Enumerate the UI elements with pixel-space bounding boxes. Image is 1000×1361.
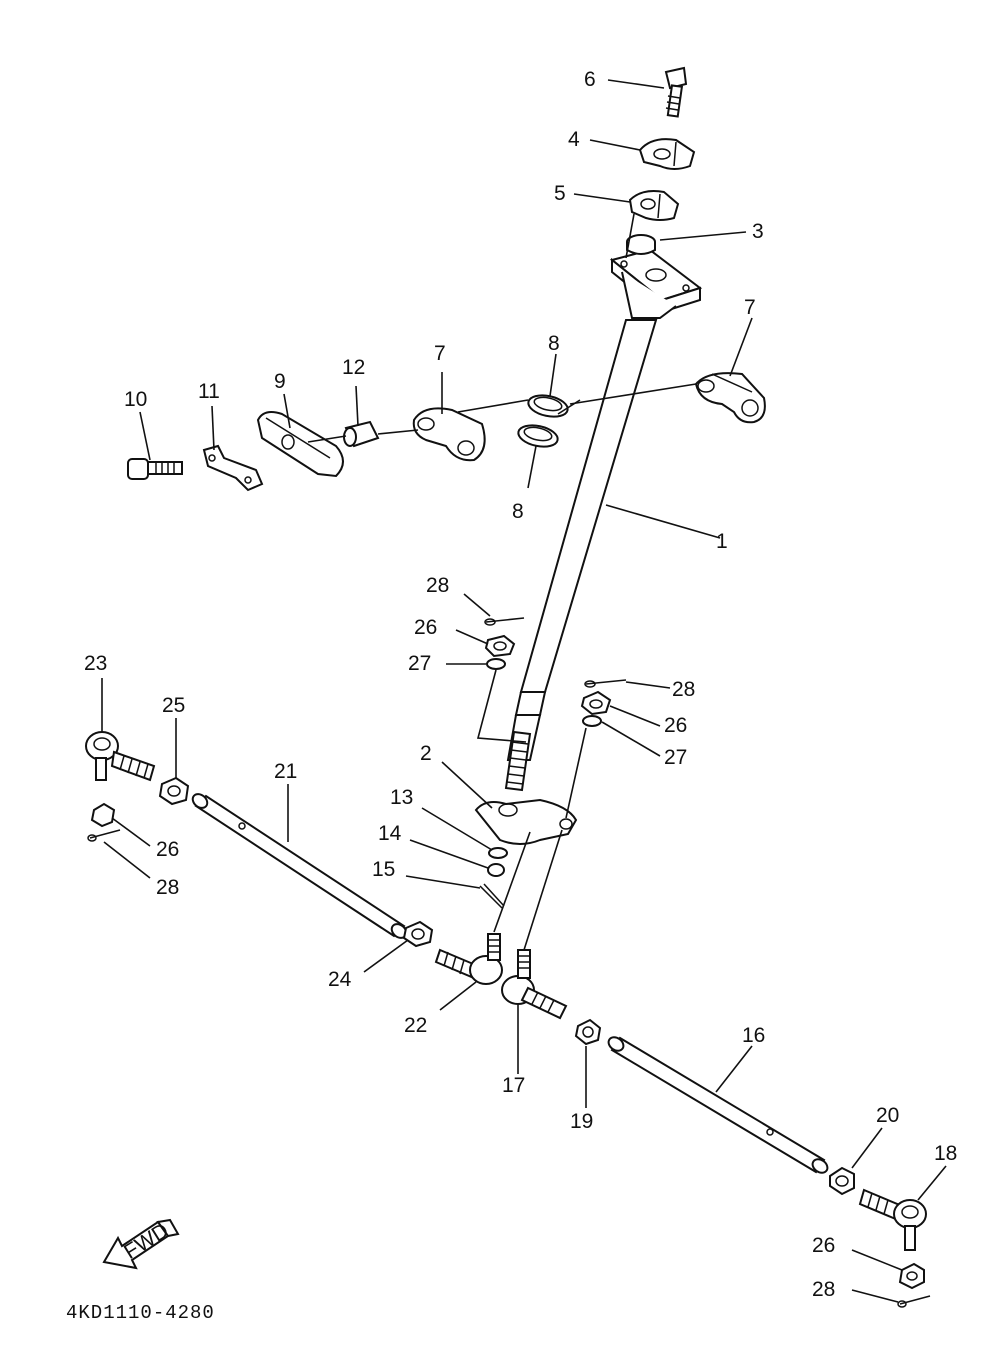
pin-15 — [479, 883, 505, 909]
part-label-14: 14 — [378, 822, 402, 845]
part-label-12: 12 — [342, 356, 365, 379]
part-label-26-upper-right: 26 — [664, 714, 687, 737]
part-label-24: 24 — [328, 968, 352, 991]
part-label-28-upper-right: 28 — [672, 678, 695, 701]
steering-shaft — [504, 248, 703, 792]
cotter-pin-28-upper-right — [584, 679, 627, 688]
part-label-25: 25 — [162, 694, 185, 717]
part-label-10: 10 — [124, 388, 147, 411]
washer-27-upper-left — [486, 658, 506, 670]
part-label-15: 15 — [372, 858, 395, 881]
nut-24 — [402, 920, 434, 948]
part-label-16: 16 — [742, 1024, 765, 1047]
part-label-28-left: 28 — [156, 876, 179, 899]
part-label-26-upper-left: 26 — [414, 616, 437, 639]
nut-20 — [829, 1166, 855, 1196]
holder-4 — [638, 138, 696, 170]
nut-25 — [158, 776, 190, 806]
holder-5 — [628, 190, 680, 221]
part-label-6: 6 — [584, 68, 596, 91]
cotter-pin-28-upper-left — [484, 617, 525, 626]
part-label-21: 21 — [274, 760, 297, 783]
nut-26-upper-right — [580, 690, 612, 716]
bolt-10 — [127, 458, 183, 480]
bolt-6 — [664, 66, 688, 118]
part-label-19: 19 — [570, 1110, 593, 1133]
part-label-3: 3 — [752, 220, 764, 243]
part-number-labels: 6 4 5 3 7 8 8 1 7 12 9 11 10 28 26 27 28… — [84, 68, 957, 1301]
washer-27-upper-right — [582, 715, 602, 727]
rod-end-23 — [85, 731, 156, 782]
part-label-5: 5 — [554, 182, 566, 205]
part-label-20: 20 — [876, 1104, 899, 1127]
part-label-17: 17 — [502, 1074, 525, 1097]
part-label-7-right: 7 — [744, 296, 756, 319]
part-label-27-upper-left: 27 — [408, 652, 431, 675]
part-label-7-left: 7 — [434, 342, 446, 365]
part-label-27-upper-right: 27 — [664, 746, 687, 769]
washer-11 — [202, 444, 264, 492]
part-label-28-upper-left: 28 — [426, 574, 449, 597]
cotter-pin-28-left — [87, 829, 121, 842]
cap-3 — [626, 234, 656, 255]
rod-end-17 — [501, 949, 568, 1020]
part-label-22: 22 — [404, 1014, 427, 1037]
part-label-26-right: 26 — [812, 1234, 835, 1257]
collar-12 — [343, 420, 380, 448]
part-label-23: 23 — [84, 652, 107, 675]
part-label-26-left: 26 — [156, 838, 179, 861]
part-label-4: 4 — [568, 128, 580, 151]
nut-26-upper-left — [484, 634, 516, 658]
tie-rod-16 — [607, 1036, 829, 1174]
nut-26-left — [90, 802, 116, 828]
washer-14 — [488, 847, 508, 859]
part-label-8-lower: 8 — [512, 500, 524, 523]
part-label-18: 18 — [934, 1142, 957, 1165]
drawing-code: 4KD1110-4280 — [66, 1302, 215, 1324]
leader-lines — [101, 79, 947, 1303]
holder-7-right — [694, 372, 766, 424]
tie-rod-21 — [191, 793, 408, 939]
ring-8-lower — [517, 424, 559, 448]
cotter-pin-28-right — [897, 1295, 931, 1308]
forward-arrow-icon: FWD — [102, 1218, 180, 1270]
part-label-11: 11 — [198, 380, 220, 403]
nut-19 — [574, 1018, 602, 1046]
rod-end-22 — [434, 933, 503, 985]
part-label-13: 13 — [390, 786, 413, 809]
nut-26-right — [898, 1262, 925, 1290]
rod-end-18 — [858, 1188, 927, 1251]
plate-9 — [256, 411, 344, 478]
ring-8-upper — [527, 394, 569, 418]
part-label-28-right: 28 — [812, 1278, 835, 1301]
part-label-1: 1 — [716, 530, 728, 553]
alignment-lines — [307, 213, 697, 951]
nut-13 — [487, 863, 505, 877]
part-label-9: 9 — [274, 370, 286, 393]
part-label-2: 2 — [420, 742, 432, 765]
part-label-8-upper: 8 — [548, 332, 560, 355]
holder-7-left — [412, 407, 486, 462]
